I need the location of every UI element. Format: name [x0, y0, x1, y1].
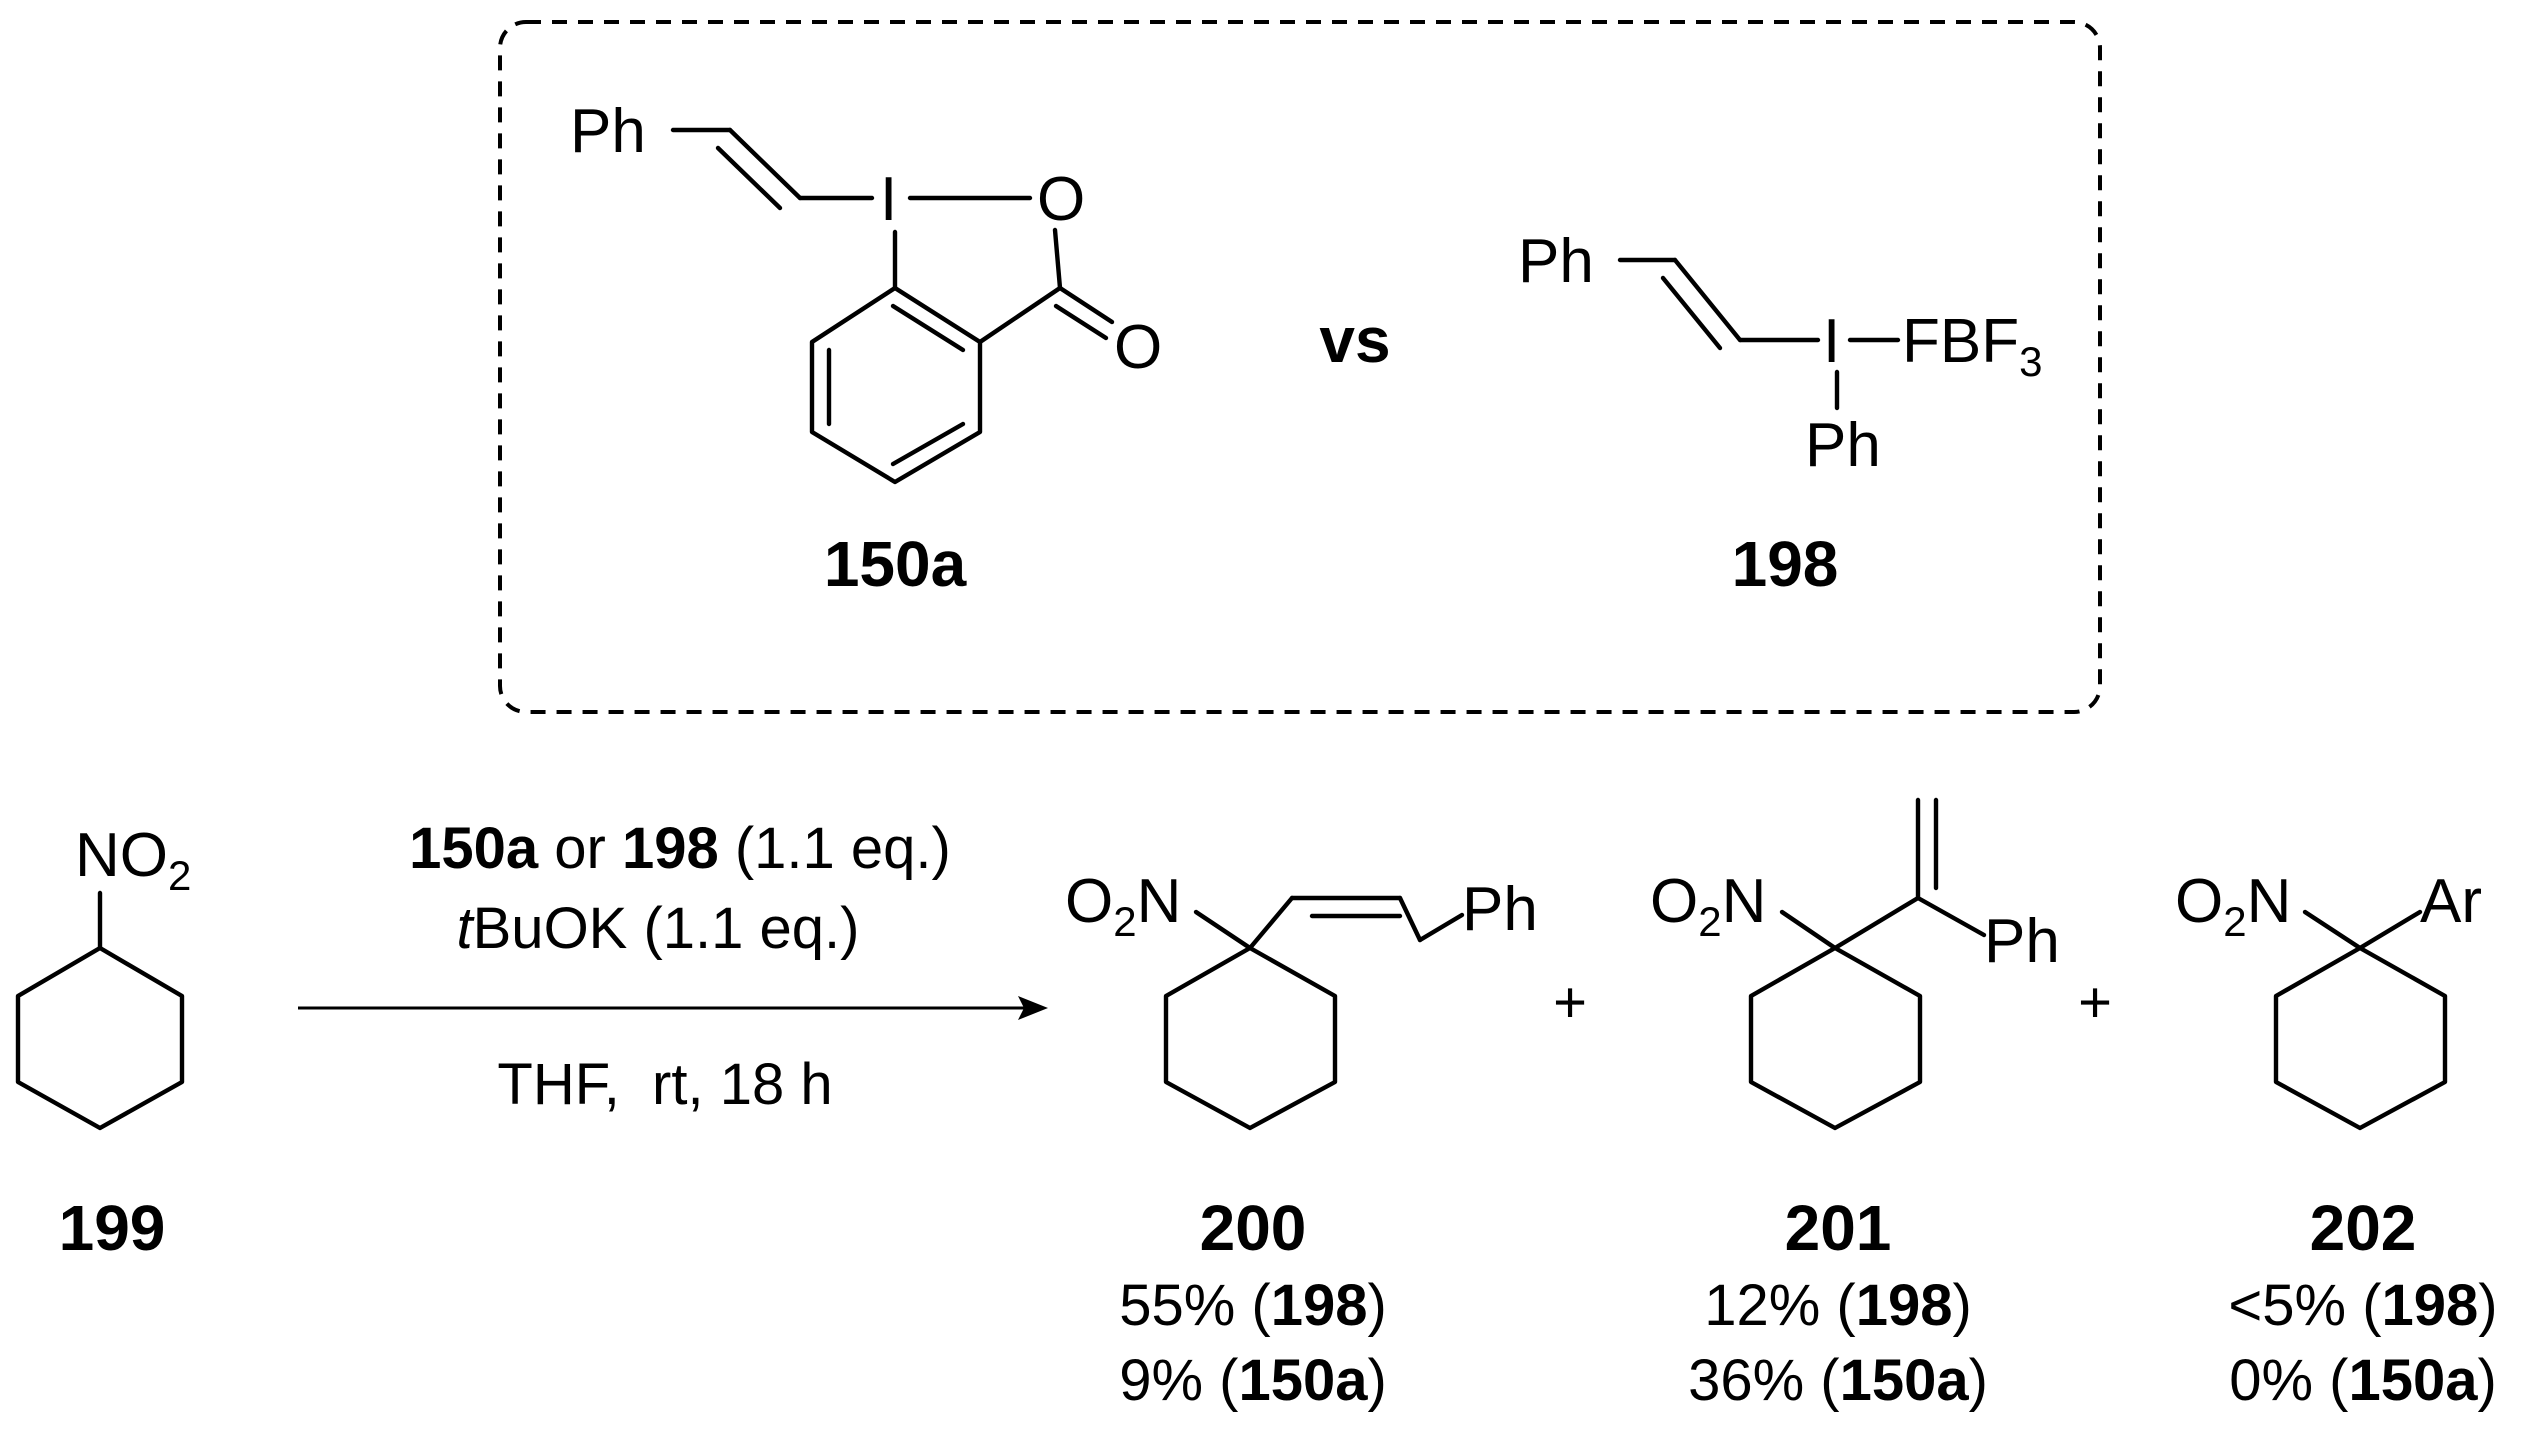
- product-202-structure: O2N Ar: [2175, 867, 2482, 1131]
- versus-label: vs: [1319, 304, 1390, 376]
- substituent-label: Ph: [1462, 875, 1538, 944]
- compound-label-201: 201: [1785, 1192, 1892, 1264]
- cyclohexane-ring: [15, 945, 185, 1131]
- n-c-bond: [1193, 909, 1253, 951]
- ring-inner-bond: [890, 421, 966, 467]
- nitro-group-label: O2N: [1065, 867, 1181, 945]
- atom-ph-label: Ph: [570, 97, 646, 166]
- compound-label-199: 199: [59, 1192, 166, 1264]
- yield-200-198: 55% (198): [1119, 1273, 1387, 1338]
- cyclohexane-ring: [2273, 945, 2448, 1131]
- vinyl-double-bond-inner: [715, 145, 783, 211]
- substituent-label: Ar: [2420, 867, 2482, 936]
- plus-sign: +: [2078, 970, 2112, 1035]
- nitro-group-label: NO2: [75, 821, 191, 899]
- compound-label-150a: 150a: [824, 528, 967, 600]
- nitro-group-label: O2N: [2175, 867, 2291, 945]
- atom-aryl-label: Ph: [1805, 411, 1881, 480]
- counter-ion-label: FBF3: [1902, 307, 2042, 385]
- bond: [1915, 895, 1987, 938]
- atom-carbonyl-oxygen-label: O: [1114, 313, 1162, 382]
- compound-label-198: 198: [1732, 528, 1839, 600]
- nitro-group-label: O2N: [1650, 867, 1766, 945]
- yield-200-150a: 9% (150a): [1119, 1348, 1387, 1413]
- atom-oxygen-label: O: [1037, 165, 1085, 234]
- ring-inner-bond: [890, 303, 966, 353]
- yield-202-150a: 0% (150a): [2229, 1348, 2497, 1413]
- conditions-line-1: 150a or 198 (1.1 eq.): [409, 816, 951, 881]
- carbonyl-bond-double: [1053, 303, 1109, 341]
- reagent-198-structure: Ph I FBF3 Ph: [1518, 227, 2042, 480]
- comparison-box: [498, 20, 2102, 714]
- conditions-line-3: THF, rt, 18 h: [497, 1052, 832, 1117]
- bond: [977, 285, 1063, 345]
- carbonyl-bond: [1057, 285, 1115, 325]
- yield-201-198: 12% (198): [1704, 1273, 1972, 1338]
- compound-label-202: 202: [2310, 1192, 2417, 1264]
- vinyl-double-bond: [1397, 895, 1423, 943]
- cyclohexane-ring: [1163, 945, 1338, 1131]
- atom-iodine-label: I: [1823, 307, 1840, 376]
- vinyl-double-bond-inner: [1660, 275, 1723, 351]
- reaction-arrow-head: [1018, 996, 1048, 1020]
- bond: [1417, 912, 1465, 943]
- o-c-bond: [1052, 227, 1063, 291]
- yield-202-198: <5% (198): [2228, 1273, 2497, 1338]
- bond: [2357, 909, 2423, 951]
- yield-201-150a: 36% (150a): [1688, 1348, 1988, 1413]
- product-200-structure: O2N Ph: [1065, 867, 1538, 1131]
- conditions-line-2: tBuOK (1.1 eq.): [457, 896, 860, 961]
- plus-sign: +: [1553, 970, 1587, 1035]
- bond: [1832, 895, 1921, 951]
- cyclohexane-ring: [1748, 945, 1923, 1131]
- vinyl-double-bond: [727, 127, 803, 201]
- starting-material-199-structure: NO2: [15, 821, 191, 1131]
- atom-iodine-label: I: [880, 165, 897, 234]
- product-201-structure: O2N Ph: [1650, 797, 2060, 1131]
- n-c-bond: [1779, 909, 1838, 951]
- n-c-bond: [2302, 909, 2363, 951]
- vinyl-double-bond: [1672, 257, 1743, 343]
- bond: [1247, 895, 1295, 951]
- atom-ph-label: Ph: [1518, 227, 1594, 296]
- reagent-150a-structure: Ph I O O: [570, 97, 1162, 485]
- compound-label-200: 200: [1200, 1192, 1307, 1264]
- substituent-label: Ph: [1984, 907, 2060, 976]
- benzene-ring: [809, 285, 983, 485]
